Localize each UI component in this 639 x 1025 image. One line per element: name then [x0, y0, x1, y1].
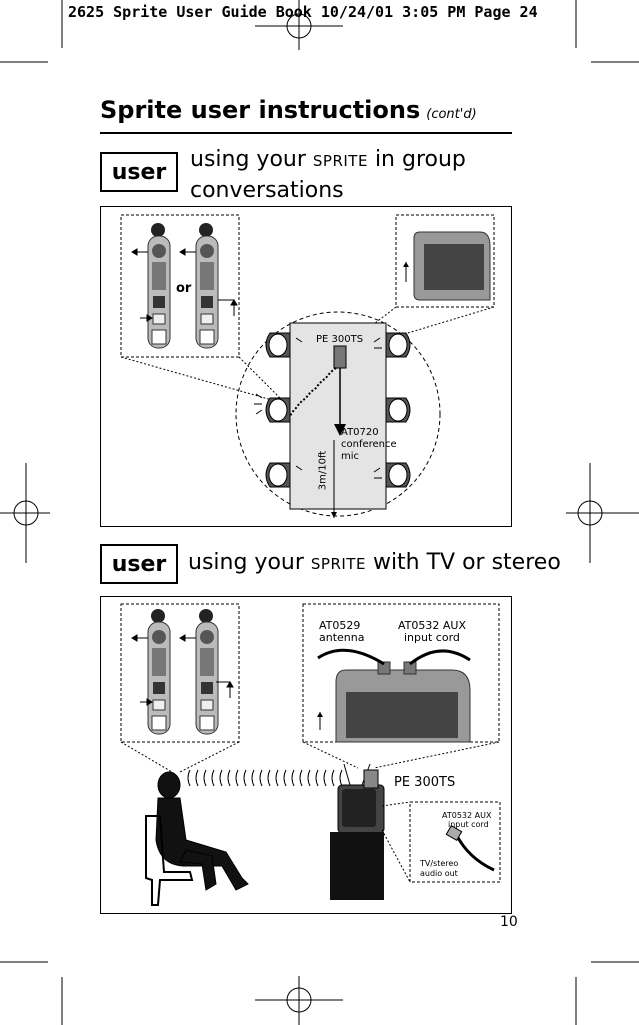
- tv-out-label-line-1: TV/stereo: [420, 859, 459, 868]
- mic-label-line-1: AT0720: [341, 427, 379, 438]
- tv-out-label-line-2: audio out: [420, 869, 458, 878]
- page-title-suffix: (cont'd): [426, 107, 477, 122]
- section-heading-tv: using your SPRITE with TV or stereo: [188, 548, 561, 579]
- receiver-unit-left: [147, 609, 171, 735]
- heading-text: using your: [190, 147, 313, 172]
- antenna-label-line-2: antenna: [319, 631, 365, 644]
- heading-text: with TV or stereo: [365, 550, 561, 575]
- print-slug-line: 2625 Sprite User Guide Book 10/24/01 3:0…: [68, 3, 538, 21]
- brand-name: SPRITE: [310, 555, 366, 573]
- transmitter-closeup: [317, 648, 471, 743]
- aux-small-label-line-1: AT0532 AUX: [442, 811, 492, 820]
- antenna-label-line-1: AT0529: [319, 619, 361, 632]
- user-badge: user: [100, 152, 178, 192]
- transmitter-label: PE 300TS: [316, 334, 364, 345]
- page-title: Sprite user instructions (cont'd): [100, 96, 477, 124]
- aux-cord: [454, 833, 495, 872]
- title-rule: [100, 132, 512, 134]
- tv-set: [330, 763, 385, 900]
- section-heading-group: using your SPRITE in group conversations: [190, 145, 490, 205]
- seated-listener: [145, 771, 249, 906]
- sound-waves: [187, 769, 343, 787]
- transmitter-closeup: [403, 231, 491, 301]
- user-badge: user: [100, 544, 178, 584]
- heading-text: in group conversations: [190, 147, 466, 203]
- or-label: or: [176, 281, 192, 296]
- heading-text: using your: [188, 550, 311, 575]
- aux-small-label-line-2: input cord: [448, 820, 489, 829]
- page-number: 10: [500, 914, 518, 930]
- group-conversation-diagram: [100, 206, 512, 527]
- coiled-cord: [289, 367, 337, 417]
- mic-label-line-2: conference: [341, 439, 397, 450]
- tv-stereo-diagram: [100, 596, 512, 914]
- brand-name: SPRITE: [312, 152, 368, 170]
- person-head: [268, 333, 408, 487]
- receiver-unit-left: [147, 223, 171, 349]
- page-title-text: Sprite user instructions: [100, 96, 421, 124]
- receiver-unit-right: [195, 223, 219, 349]
- aux-label-line-1: AT0532 AUX: [398, 619, 466, 632]
- aux-label-line-2: input cord: [404, 631, 460, 644]
- receiver-unit-right: [195, 609, 219, 735]
- mic-label-line-3: mic: [341, 451, 360, 462]
- transmitter-label: PE 300TS: [394, 775, 456, 790]
